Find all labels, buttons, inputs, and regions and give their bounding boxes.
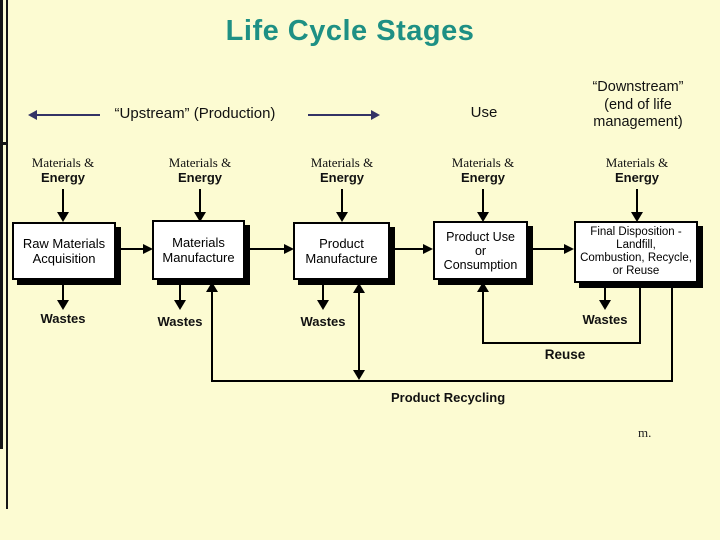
upstream-right-arrow-line xyxy=(308,114,372,116)
stage-box-materials-manufacture: Materials Manufacture xyxy=(152,220,245,280)
slide-title: Life Cycle Stages xyxy=(225,15,475,47)
stage-text-line: or xyxy=(474,243,487,258)
connector-line-1-2 xyxy=(116,248,145,250)
wastes-label-2: Wastes xyxy=(157,314,203,329)
wastes-label-3: Wastes xyxy=(300,314,346,329)
wastes-arrow-line-2 xyxy=(179,280,181,302)
energy-label: Energy xyxy=(177,170,223,185)
stage-text-line: Acquisition xyxy=(32,251,96,266)
energy-input-arrowhead-icon-1 xyxy=(57,212,69,222)
energy-input-arrowhead-icon-4 xyxy=(477,212,489,222)
stage-text-line: Consumption xyxy=(443,257,518,272)
reuse-loop-horizontal-line xyxy=(482,342,641,344)
reuse-loop-down-line xyxy=(639,285,641,344)
energy-input-arrowhead-icon-3 xyxy=(336,212,348,222)
energy-input-arrow-line-2 xyxy=(199,189,201,213)
stage-text-line: Raw Materials xyxy=(22,236,106,251)
materials-label: Materials & xyxy=(310,155,374,170)
scan-edge-tick xyxy=(0,142,7,145)
materials-energy-label-1: Materials & Energy xyxy=(15,155,111,185)
materials-energy-label-4: Materials & Energy xyxy=(435,155,531,185)
energy-label: Energy xyxy=(614,170,660,185)
connector-arrowhead-icon-4-5 xyxy=(564,244,574,254)
product-recycling-label: Product Recycling xyxy=(391,390,506,405)
energy-input-arrowhead-icon-5 xyxy=(631,212,643,222)
wastes-arrowhead-icon-1 xyxy=(57,300,69,310)
connector-line-2-3 xyxy=(245,248,285,250)
stage-text-line: Combustion, Recycle, xyxy=(580,252,692,264)
materials-label: Materials & xyxy=(31,155,95,170)
recycling-loop-down-line xyxy=(671,285,673,382)
stage-box-final-disposition: Final Disposition - Landfill, Combustion… xyxy=(574,221,698,283)
reuse-loop-up-line xyxy=(482,291,484,343)
slide-frame-line xyxy=(6,0,8,509)
recycling-double-arrowhead-down-icon xyxy=(353,370,365,380)
connector-arrowhead-icon-2-3 xyxy=(284,244,294,254)
materials-label: Materials & xyxy=(451,155,515,170)
stage-text-line: Manufacture xyxy=(305,251,378,266)
connector-line-4-5 xyxy=(528,248,565,250)
materials-energy-label-5: Materials & Energy xyxy=(589,155,685,185)
energy-label: Energy xyxy=(40,170,86,185)
stage-box-raw-materials-acquisition: Raw Materials Acquisition xyxy=(12,222,116,280)
stage-text-line: Manufacture xyxy=(162,250,235,265)
energy-label: Energy xyxy=(319,170,365,185)
wastes-arrowhead-icon-3 xyxy=(317,300,329,310)
energy-input-arrow-line-1 xyxy=(62,189,64,213)
energy-input-arrow-line-3 xyxy=(341,189,343,213)
connector-arrowhead-icon-1-2 xyxy=(143,244,153,254)
upstream-right-arrowhead-icon xyxy=(371,110,380,120)
wastes-arrowhead-icon-2 xyxy=(174,300,186,310)
stage-text-line: Final Disposition - xyxy=(590,226,682,238)
materials-label: Materials & xyxy=(168,155,232,170)
use-label: Use xyxy=(470,104,498,121)
downstream-line-3: management) xyxy=(593,114,683,130)
stage-text-line: Materials xyxy=(172,235,225,250)
recycling-loop-up-line xyxy=(211,291,213,381)
energy-input-arrow-line-4 xyxy=(482,189,484,213)
stage-text-line: Landfill, xyxy=(616,239,656,251)
upstream-left-arrow-line xyxy=(36,114,100,116)
downstream-line-2: (end of life xyxy=(604,96,672,113)
wastes-arrow-line-1 xyxy=(62,280,64,302)
energy-input-arrow-line-5 xyxy=(636,189,638,213)
reuse-label: Reuse xyxy=(544,347,586,362)
stage-box-product-manufacture: Product Manufacture xyxy=(293,222,390,280)
energy-label: Energy xyxy=(460,170,506,185)
downstream-label: “Downstream” (end of life management) xyxy=(568,79,708,132)
upstream-label: “Upstream” (Production) xyxy=(114,105,276,122)
downstream-line-1: “Downstream” xyxy=(592,79,684,95)
wastes-arrow-line-5 xyxy=(604,285,606,302)
energy-input-arrowhead-icon-2 xyxy=(194,212,206,222)
stage-text-line: Product xyxy=(319,236,364,251)
stage-box-product-use: Product Use or Consumption xyxy=(433,221,528,280)
scan-edge-artifact xyxy=(0,0,3,449)
materials-energy-label-2: Materials & Energy xyxy=(152,155,248,185)
wastes-label-1: Wastes xyxy=(40,311,86,326)
materials-energy-label-3: Materials & Energy xyxy=(294,155,390,185)
wastes-arrowhead-icon-5 xyxy=(599,300,611,310)
watermark-text: m. xyxy=(638,425,652,440)
wastes-label-5: Wastes xyxy=(582,312,628,327)
recycling-double-arrow-line xyxy=(358,292,360,371)
wastes-arrow-line-3 xyxy=(322,280,324,302)
recycling-double-arrowhead-up-icon xyxy=(353,283,365,293)
stage-text-line: Product Use xyxy=(446,229,515,244)
stage-text-line: or Reuse xyxy=(612,265,660,277)
recycling-loop-horizontal-line xyxy=(211,380,673,382)
connector-line-3-4 xyxy=(390,248,424,250)
materials-label: Materials & xyxy=(605,155,669,170)
reuse-loop-arrowhead-icon xyxy=(477,282,489,292)
connector-arrowhead-icon-3-4 xyxy=(423,244,433,254)
recycling-loop-arrowhead-icon xyxy=(206,282,218,292)
upstream-left-arrowhead-icon xyxy=(28,110,37,120)
